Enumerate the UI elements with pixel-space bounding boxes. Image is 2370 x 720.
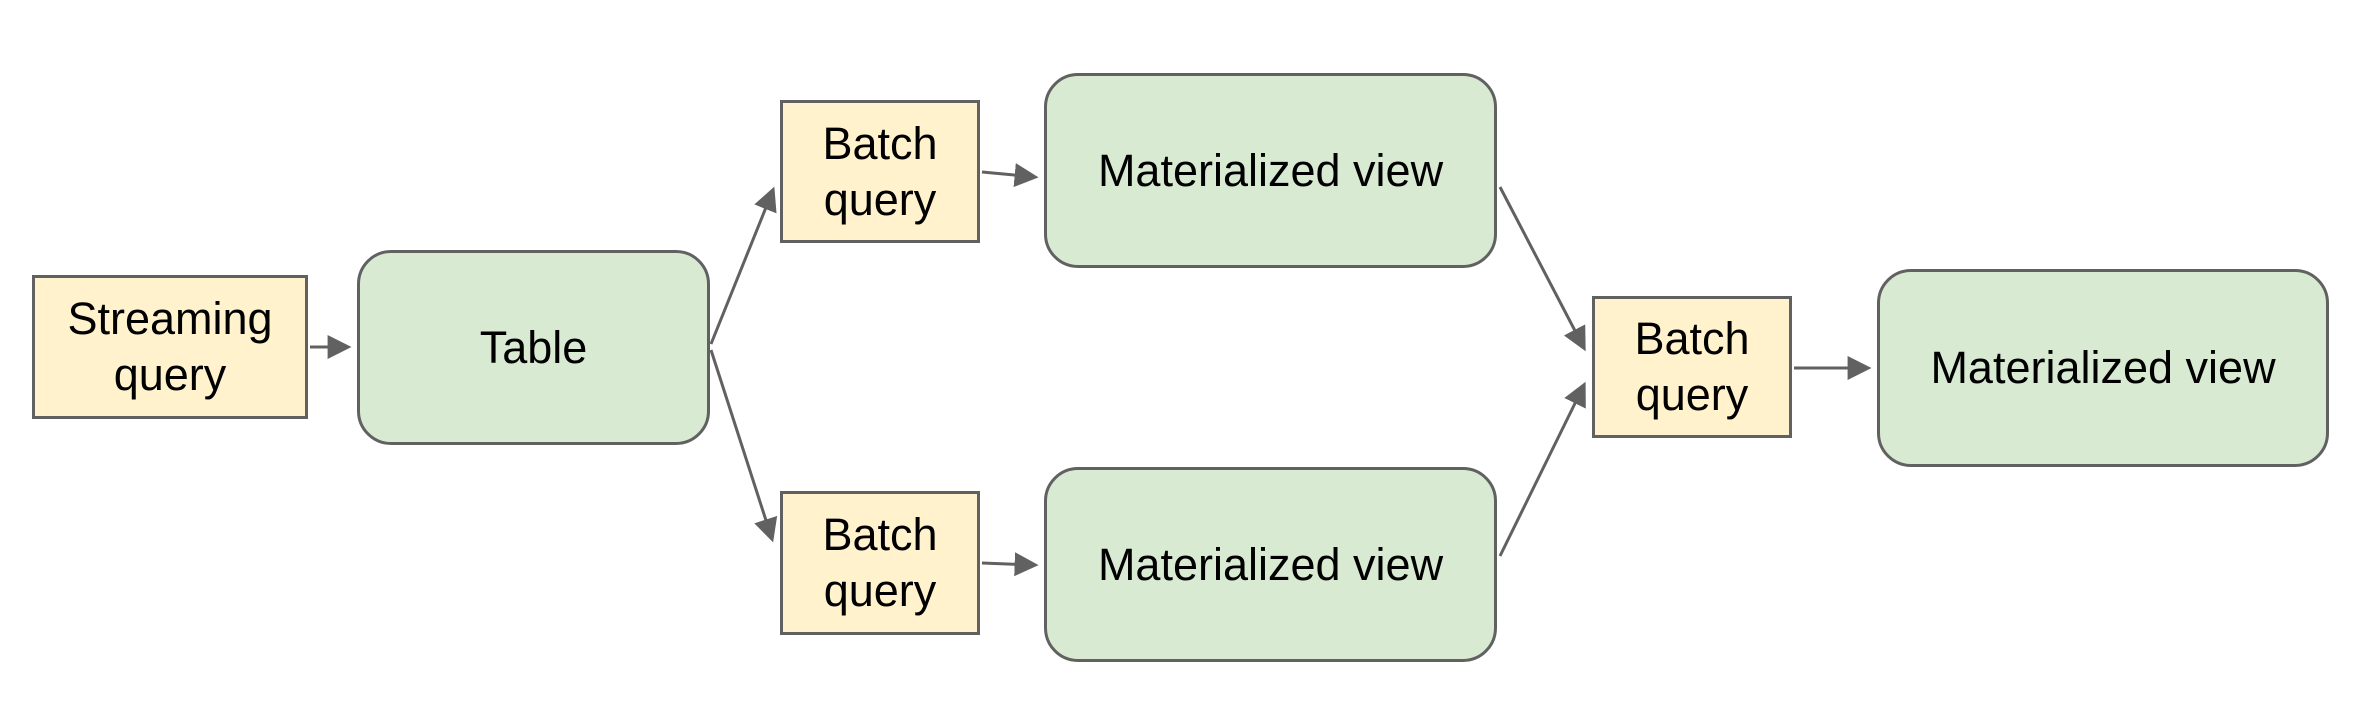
edge-batch-query-top-to-materialized-view-top (981, 163, 1039, 188)
edge-table-to-batch-query-top (709, 186, 777, 345)
node-materialized-view-top: Materialized view (1044, 73, 1497, 268)
node-table: Table (357, 250, 710, 445)
node-batch-query-bottom-label: Batch query (822, 509, 938, 616)
node-streaming-query-label: Streaming query (67, 293, 273, 400)
edge-table-to-batch-query-bottom (709, 349, 778, 543)
node-materialized-view-bottom-label: Materialized view (1097, 538, 1444, 590)
node-table-label: Table (479, 321, 588, 373)
edge-materialized-view-bottom-to-batch-query-merge (1498, 381, 1586, 557)
node-materialized-view-final-label: Materialized view (1930, 342, 2276, 394)
node-materialized-view-final: Materialized view (1877, 269, 2329, 467)
node-materialized-view-top-label: Materialized view (1097, 144, 1444, 196)
node-materialized-view-bottom: Materialized view (1044, 467, 1497, 662)
edge-materialized-view-top-to-batch-query-merge (1498, 186, 1586, 352)
edge-batch-query-bottom-to-materialized-view-bottom (981, 552, 1039, 577)
node-batch-query-merge-label: Batch query (1634, 313, 1750, 420)
node-batch-query-top-label: Batch query (822, 117, 938, 225)
node-batch-query-merge: Batch query (1592, 296, 1792, 438)
node-batch-query-bottom: Batch query (780, 491, 980, 635)
node-streaming-query: Streaming query (32, 275, 308, 419)
node-batch-query-top: Batch query (780, 100, 980, 243)
